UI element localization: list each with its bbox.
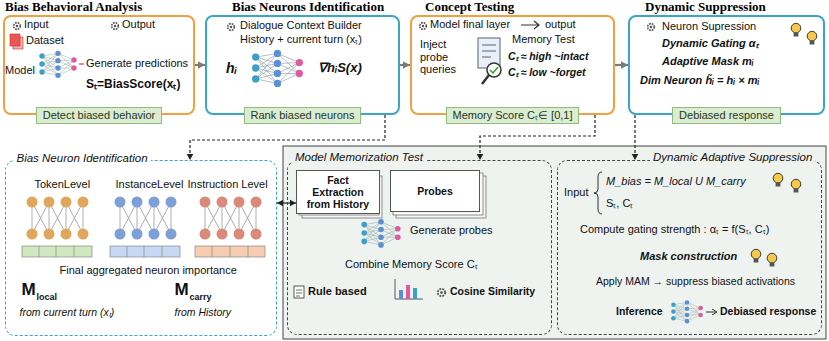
heading: Model Memorization Test <box>292 151 426 164</box>
node-text: Cₜ ≈ low ~forget <box>508 66 585 78</box>
detail-panel: Bias Neuron IdentificationTokenLevelInst… <box>5 160 277 336</box>
node-text: Detect biased behavior <box>43 109 156 122</box>
heading: Bias Behavioral Analysis <box>5 0 142 15</box>
node-text: InstanceLevel <box>116 178 184 191</box>
node-text: Generate probes <box>410 224 493 237</box>
node-text: Instruction Level <box>188 178 268 191</box>
arrowhead <box>403 61 410 69</box>
node-text: M <box>175 280 189 300</box>
node-text: carry <box>190 292 212 302</box>
node-text: Dim Neuron h̃ᵢ = hᵢ × mᵢ <box>640 74 759 87</box>
node-text: Sₜ=BiasScore(xₜ) <box>86 78 180 92</box>
node-text: Output <box>122 18 155 31</box>
node-text: Cₜ ≈ high ~intact <box>508 50 588 62</box>
node-text: from History <box>175 306 232 318</box>
stage-label: Rank biased neurons <box>244 107 362 124</box>
node-text: Generate predictions <box>86 57 188 70</box>
heading: Concept Testing <box>425 0 514 15</box>
stage-label: Debiased response <box>672 107 781 124</box>
stage-label: Detect biased behavior <box>36 107 163 124</box>
node-text: Final aggregated neuron importance <box>60 264 237 277</box>
heading: Bias Neurons Identification <box>232 0 384 15</box>
node-text: Dynamic Gating αₜ <box>662 37 759 50</box>
connector <box>632 115 639 160</box>
node-text: M <box>22 280 36 300</box>
node-text: Model final layer <box>430 18 510 31</box>
arrowhead <box>277 200 283 207</box>
connector <box>615 61 628 69</box>
node-text: Dialogue Context Builder <box>240 19 362 32</box>
node-text: Compute gating strength : αₜ = f(Sₜ, Cₜ) <box>580 223 769 236</box>
node-text: from current turn (xₜ) <box>20 306 115 318</box>
node-text: Dataset <box>26 34 64 47</box>
document-box: Probes <box>390 170 480 212</box>
node-text: Cosine Similarity <box>450 285 535 297</box>
node-text: output <box>545 18 576 31</box>
heading: Bias Neuron Identification <box>14 152 151 165</box>
node-text: Debiased response <box>679 109 774 122</box>
stage-box: Concept TestingModel final layeroutputIn… <box>410 15 615 115</box>
node-text: M_bias = M_local U M_carry <box>606 175 746 188</box>
node-text: Mask construction <box>640 250 737 263</box>
node-text: Apply MAM → suppress biased activations <box>596 275 795 287</box>
node-text: Inference <box>616 305 663 317</box>
node-text: Rank biased neurons <box>251 109 355 122</box>
node-text: Rule based <box>308 285 367 298</box>
node-text: Sₜ, Cₜ <box>606 197 633 210</box>
arrowhead <box>198 61 205 69</box>
node-text: Input <box>564 186 588 199</box>
node-text: TokenLevel <box>35 178 91 191</box>
node-text: hᵢ <box>226 60 237 76</box>
node-text: local <box>37 292 58 302</box>
node-text: Probes <box>398 185 472 197</box>
node-text: Memory Score Cₜ∈ [0,1] <box>453 109 573 122</box>
node-text: Fact Extraction from History <box>301 174 375 210</box>
node-text: Neuron Supression <box>662 20 756 33</box>
detail-panel: Model Memorization TestGenerate probesCo… <box>287 160 552 335</box>
connector <box>195 61 205 69</box>
stage-box: Bias Neurons IdentificationDialogue Cont… <box>205 15 400 115</box>
arrowhead <box>621 61 628 69</box>
node-text: Debiased response <box>720 305 816 317</box>
stage-box: Dynamic SuppressionNeuron SupressionDyna… <box>628 15 825 115</box>
heading: Dynamic Suppression <box>645 0 766 15</box>
heading: Dynamic Adaptive Suppression <box>650 151 815 164</box>
node-text: ∇hᵢS(x) <box>318 61 362 76</box>
connector <box>400 61 410 69</box>
connector-line <box>634 115 635 160</box>
node-text: Input <box>24 18 48 31</box>
node-text: Model <box>5 64 35 77</box>
node-text: History + current turn (xₜ) <box>240 33 362 46</box>
node-text: Combine Memory Score Cₜ <box>345 258 478 271</box>
node-text: Inject probe queries <box>420 38 476 76</box>
stage-box: Bias Behavioral AnalysisInputDatasetMode… <box>3 15 195 115</box>
node-text: Adaptive Mask mᵢ <box>662 55 754 68</box>
stage-label: Memory Score Cₜ∈ [0,1] <box>446 107 580 124</box>
detail-panel: Dynamic Adaptive SuppressionInputM_bias … <box>557 160 822 335</box>
node-text: Memory Test <box>512 33 575 46</box>
document-box: Fact Extraction from History <box>296 170 380 214</box>
